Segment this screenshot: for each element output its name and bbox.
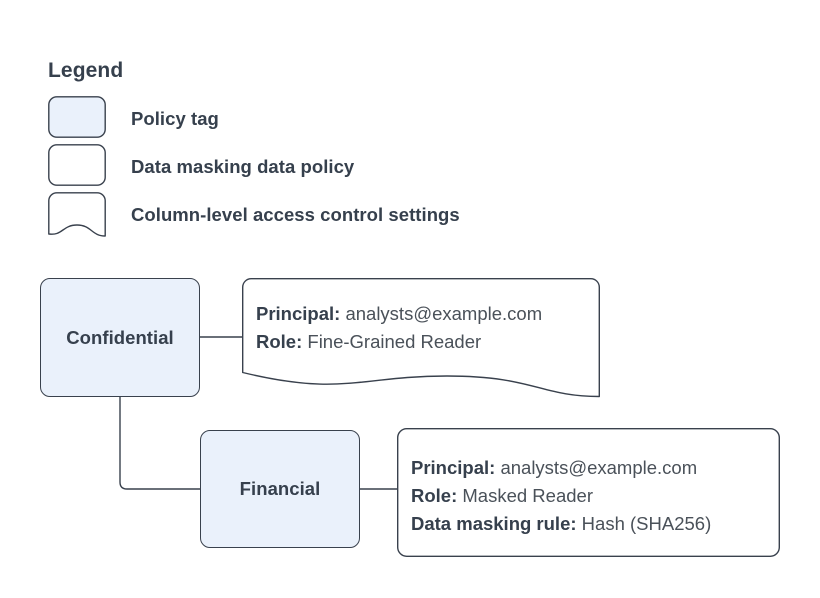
- callout-line-value: Hash (SHA256): [581, 513, 712, 534]
- callout-line-key: Principal:: [411, 457, 496, 478]
- callout-line-value: analysts@example.com: [500, 457, 698, 478]
- policy-tag-swatch-icon: [48, 96, 106, 138]
- node-confidential[interactable]: Confidential: [40, 278, 200, 397]
- callout-line-value: Fine-Grained Reader: [307, 331, 482, 352]
- legend-title: Legend: [48, 59, 124, 82]
- legend-item-label: Data masking data policy: [131, 156, 355, 177]
- callout-wave-shape: [242, 278, 600, 398]
- node-label: Financial: [239, 478, 321, 499]
- legend-item-label: Column-level access control settings: [131, 204, 460, 225]
- callout-line-value: analysts@example.com: [345, 303, 543, 324]
- node-label: Confidential: [66, 326, 174, 348]
- callout-body: Principal: analysts@example.com Role: Fi…: [256, 300, 542, 356]
- callout-line: Principal: analysts@example.com: [411, 454, 711, 482]
- callout-confidential[interactable]: Principal: analysts@example.com Role: Fi…: [242, 278, 600, 400]
- callout-financial[interactable]: Principal: analysts@example.com Role: Ma…: [396, 427, 781, 557]
- callout-line-key: Role:: [411, 485, 458, 506]
- callout-line: Data masking rule: Hash (SHA256): [411, 510, 711, 538]
- callout-line-value: Masked Reader: [462, 485, 593, 506]
- callout-rect-shape: [396, 427, 781, 557]
- callout-line-key: Principal:: [256, 303, 341, 324]
- callout-line-key: Data masking rule:: [411, 513, 577, 534]
- access-settings-swatch-icon: [48, 192, 106, 237]
- callout-body: Principal: analysts@example.com Role: Ma…: [411, 454, 711, 538]
- callout-line-key: Role:: [256, 331, 303, 352]
- connector-confidential-to-financial: [119, 397, 200, 490]
- legend-item-label: Policy tag: [131, 108, 219, 129]
- callout-line: Role: Masked Reader: [411, 482, 711, 510]
- callout-line: Role: Fine-Grained Reader: [256, 328, 542, 356]
- node-financial[interactable]: Financial: [200, 430, 360, 548]
- callout-line: Principal: analysts@example.com: [256, 300, 542, 328]
- data-policy-swatch-icon: [48, 144, 106, 186]
